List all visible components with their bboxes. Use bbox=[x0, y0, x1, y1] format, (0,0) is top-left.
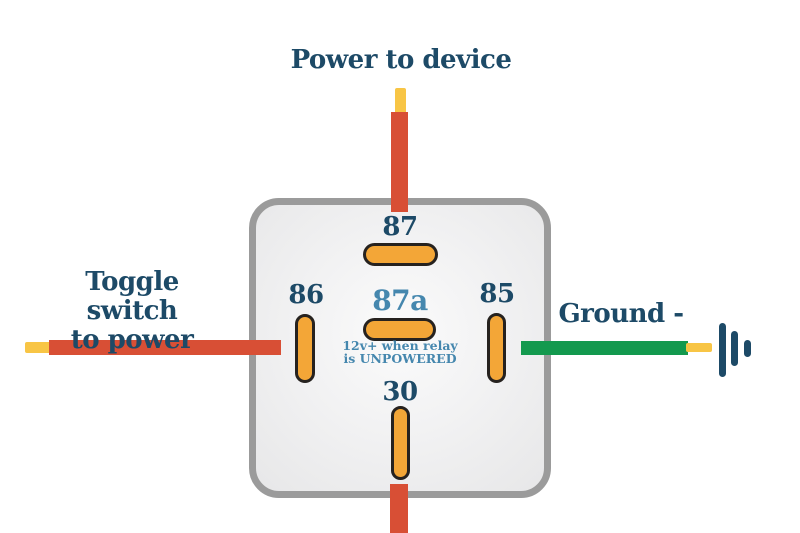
pin-87a-note-line1: 12v+ when relay bbox=[342, 338, 458, 353]
pin-87-terminal bbox=[363, 243, 438, 266]
wire-bare-tip-top bbox=[395, 88, 406, 115]
pin-85-label: 85 bbox=[479, 279, 515, 309]
label-toggle-switch-line1: Toggle switch bbox=[85, 267, 179, 326]
wire-bare-tip-left bbox=[25, 342, 52, 353]
ground-icon-bar-short bbox=[744, 340, 751, 357]
pin-87-label: 87 bbox=[382, 212, 418, 242]
label-toggle-switch-line2: to power bbox=[70, 325, 194, 355]
pin-87a-terminal bbox=[363, 318, 436, 341]
pin-30-terminal bbox=[391, 406, 410, 480]
label-ground: Ground - bbox=[558, 299, 684, 329]
pin-85-terminal bbox=[487, 313, 506, 383]
label-power-to-device: Power to device bbox=[290, 45, 512, 75]
pin-86-terminal bbox=[295, 314, 315, 383]
pin-87a-label: 87a bbox=[372, 284, 428, 317]
pin-87a-note-line2: is UNPOWERED bbox=[343, 351, 457, 366]
ground-icon-bar-medium bbox=[731, 331, 738, 366]
ground-icon-bar-long bbox=[719, 323, 726, 377]
wire-bare-tip-right bbox=[686, 343, 712, 352]
pin-30-label: 30 bbox=[382, 377, 418, 407]
wire-toggle-switch bbox=[49, 340, 281, 355]
label-toggle-switch-to-power: Toggle switch to power bbox=[37, 268, 227, 355]
wire-ground bbox=[521, 341, 688, 355]
pin-86-label: 86 bbox=[288, 280, 324, 310]
wire-bottom-supply bbox=[390, 484, 408, 533]
wire-power-to-device bbox=[391, 112, 408, 212]
